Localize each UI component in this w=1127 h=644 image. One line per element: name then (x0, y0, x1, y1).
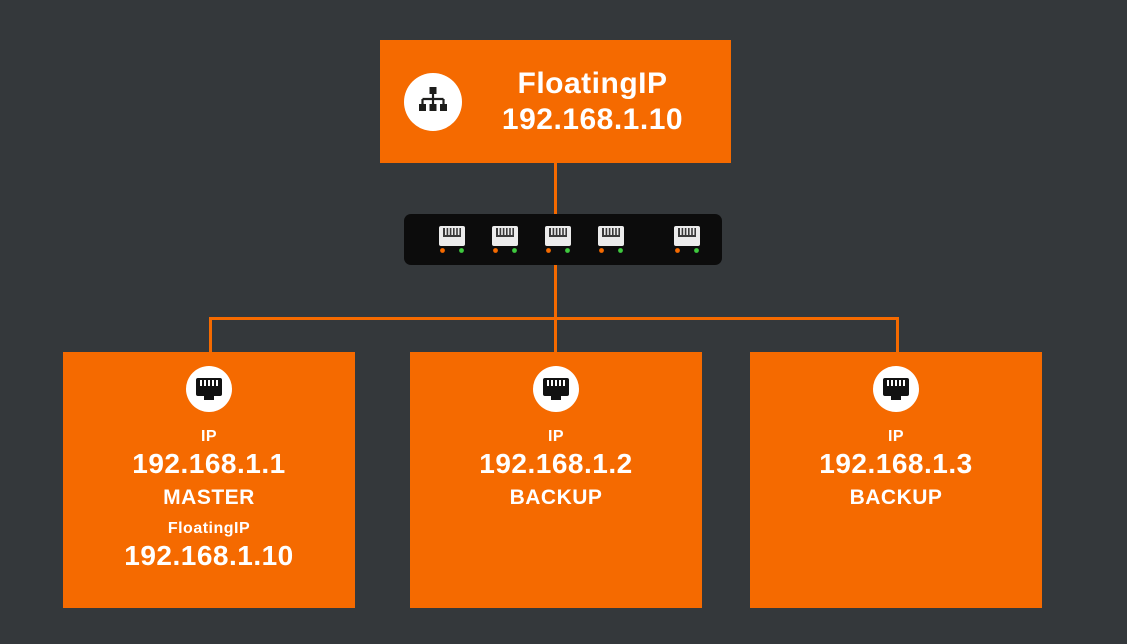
server-icon-circle (533, 366, 579, 412)
server-icon-circle (186, 366, 232, 412)
ethernet-port-icon (492, 226, 518, 253)
ethernet-port-icon (196, 378, 222, 400)
ip-label: IP (200, 428, 218, 445)
connector-floatingip-to-switch (554, 163, 557, 214)
ip-label: IP (887, 428, 905, 445)
server-role: BACKUP (509, 486, 603, 510)
floating-ip-title: FloatingIP (517, 66, 668, 100)
connector-switch-to-branch (554, 265, 557, 319)
connector-branch-to-server-3 (896, 317, 899, 353)
network-sitemap-icon (419, 86, 447, 111)
ethernet-switch (404, 214, 722, 265)
ethernet-port-icon (545, 226, 571, 253)
floating-ip-icon-circle (404, 72, 462, 131)
ethernet-port-icon (598, 226, 624, 253)
ethernet-port-icon (883, 378, 909, 400)
floating-ip-address: 192.168.1.10 (501, 102, 684, 136)
ip-label: IP (547, 428, 565, 445)
server-role: BACKUP (849, 486, 943, 510)
ethernet-port-icon (674, 226, 700, 253)
floating-ip-label: FloatingIP (167, 520, 251, 538)
connector-branch-to-server-1 (209, 317, 212, 353)
server-floating-ip: 192.168.1.10 (124, 540, 294, 572)
server-ip: 192.168.1.1 (132, 448, 286, 479)
server-node-backup-2: IP 192.168.1.3 BACKUP (750, 352, 1042, 608)
server-ip: 192.168.1.2 (479, 448, 633, 479)
floating-ip-node: FloatingIP 192.168.1.10 (380, 40, 731, 163)
server-icon-circle (873, 366, 919, 412)
server-node-backup-1: IP 192.168.1.2 BACKUP (410, 352, 702, 608)
server-node-master: IP 192.168.1.1 MASTER FloatingIP 192.168… (63, 352, 355, 608)
ethernet-port-icon (439, 226, 465, 253)
connector-branch-to-server-2 (554, 317, 557, 353)
ethernet-port-icon (543, 378, 569, 400)
floating-ip-text: FloatingIP 192.168.1.10 (462, 66, 731, 138)
server-role: MASTER (163, 486, 255, 510)
server-ip: 192.168.1.3 (819, 448, 973, 479)
